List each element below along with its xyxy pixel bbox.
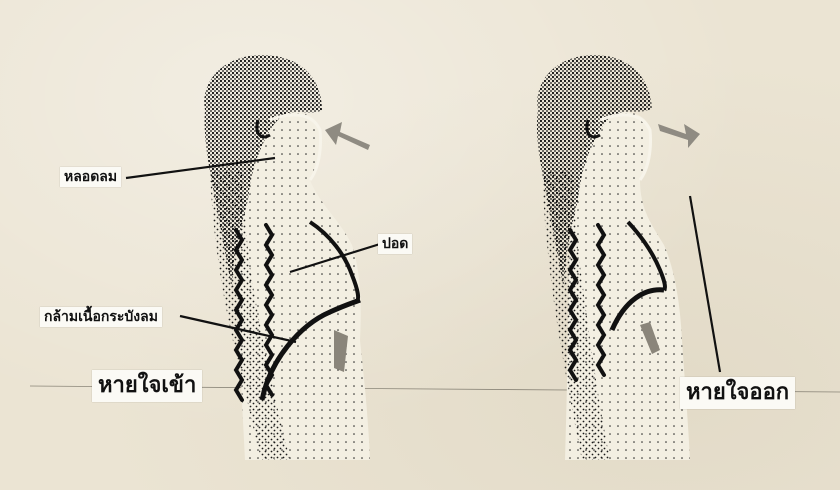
inhale-air-arrow-in	[325, 122, 370, 150]
diaphragm-label: กล้ามเนื้อกระบังลม	[40, 307, 162, 327]
exhale-leader-line	[690, 196, 720, 372]
inhale-label: หายใจเข้า	[92, 370, 202, 402]
exhale-air-arrow-out	[658, 124, 700, 148]
exhale-label: หายใจออก	[680, 377, 795, 409]
inhale-figure	[204, 55, 370, 460]
lung-label: ปอด	[378, 234, 412, 254]
trachea-label: หลอดลม	[60, 167, 121, 187]
exhale-figure	[537, 55, 700, 460]
